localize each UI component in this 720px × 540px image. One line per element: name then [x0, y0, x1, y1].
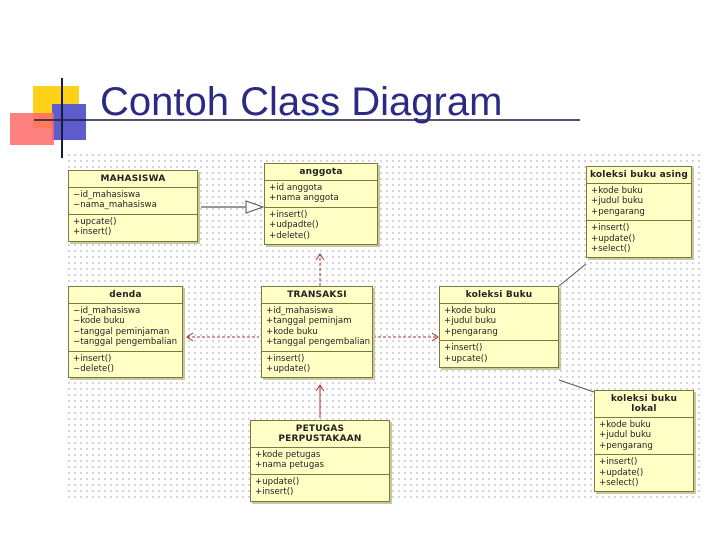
method: +insert() [591, 223, 630, 234]
class-name: TRANSAKSI [262, 287, 372, 304]
methods-section: +upcate() +insert() [69, 213, 197, 241]
attribute: −tanggal peminjaman [73, 326, 170, 337]
methods-section: +insert() +update() +select() [595, 454, 693, 491]
generalization-arrowhead [245, 200, 265, 214]
method: +select() [591, 244, 631, 255]
attribute: −id_mahasiswa [73, 190, 141, 200]
attribute: +id_mahasiswa [266, 306, 334, 316]
arrowhead-transaksi [315, 384, 325, 392]
attribute: −id_mahasiswa [73, 306, 141, 316]
method: +insert() [269, 209, 308, 220]
method: +insert() [599, 457, 638, 468]
method: +update() [255, 476, 300, 487]
class-name: PETUGAS PERPUSTAKAAN [251, 421, 389, 448]
attributes-section: +kode buku +judul buku +pengarang [440, 304, 558, 340]
attribute: +tanggal peminjam [266, 316, 352, 327]
arrowhead-denda [186, 332, 194, 342]
attributes-section: +id_mahasiswa +tanggal peminjam +kode bu… [262, 304, 372, 351]
diagram-canvas: MAHASISWA −id_mahasiswa −nama_mahasiswa … [66, 152, 704, 502]
methods-section: +insert() +upcate() [440, 340, 558, 367]
attributes-section: +kode buku +judul buku +pengarang [595, 418, 693, 454]
attribute: +kode buku [444, 306, 496, 316]
method: +update() [266, 364, 311, 375]
attribute: −kode buku [73, 316, 125, 327]
class-koleksi-buku-asing[interactable]: koleksi buku asing +kode buku +judul buk… [586, 166, 692, 259]
attributes-section: +kode buku +judul buku +pengarang [587, 184, 691, 220]
class-denda[interactable]: denda −id_mahasiswa −kode buku −tanggal … [68, 286, 183, 379]
class-koleksi-buku[interactable]: koleksi Buku +kode buku +judul buku +pen… [439, 286, 559, 369]
class-name: koleksi Buku [440, 287, 558, 304]
attribute: +judul buku [591, 196, 644, 207]
attribute: +kode buku [591, 186, 643, 196]
slide-title: Contoh Class Diagram [100, 80, 503, 124]
method: +delete() [269, 230, 310, 241]
methods-section: +insert() −delete() [69, 350, 182, 378]
method: +insert() [444, 343, 483, 354]
attribute: −tanggal pengembalian [73, 337, 178, 348]
attribute: +kode buku [266, 326, 318, 337]
method: +insert() [255, 487, 294, 498]
method: +update() [591, 233, 636, 244]
arrowhead-koleksi-buku [431, 332, 439, 342]
connector-koleksi-lokal [558, 379, 595, 393]
class-name: anggota [265, 164, 377, 181]
attribute: +judul buku [444, 316, 497, 327]
attribute: +nama petugas [255, 460, 325, 471]
methods-section: +insert() +update() [262, 350, 372, 378]
method: +insert() [73, 227, 112, 238]
attribute: +pengarang [599, 440, 653, 451]
class-transaksi[interactable]: TRANSAKSI +id_mahasiswa +tanggal peminja… [261, 286, 373, 379]
class-name: koleksi buku asing [587, 167, 691, 184]
deco-red-square [10, 113, 54, 145]
class-koleksi-buku-lokal[interactable]: koleksi buku lokal +kode buku +judul buk… [594, 390, 694, 493]
class-mahasiswa[interactable]: MAHASISWA −id_mahasiswa −nama_mahasiswa … [68, 170, 198, 242]
class-name: denda [69, 287, 182, 304]
connector-koleksi-asing [558, 263, 587, 287]
arrowhead-anggota [315, 253, 325, 261]
class-petugas-perpustakaan[interactable]: PETUGAS PERPUSTAKAAN +kode petugas +nama… [250, 420, 390, 502]
method: +select() [599, 478, 639, 489]
method: −delete() [73, 364, 114, 375]
attribute: +nama anggota [269, 193, 339, 204]
attribute: −nama_mahasiswa [73, 200, 157, 211]
method: +upcate() [444, 353, 488, 364]
attributes-section: −id_mahasiswa −kode buku −tanggal peminj… [69, 304, 182, 351]
attributes-section: +kode petugas +nama petugas [251, 448, 389, 474]
class-anggota[interactable]: anggota +id anggota +nama anggota +inser… [264, 163, 378, 246]
methods-section: +update() +insert() [251, 473, 389, 501]
method: +udpadte() [269, 220, 319, 231]
title-decoration [10, 78, 580, 158]
class-name: MAHASISWA [69, 171, 197, 188]
method: +insert() [266, 353, 305, 364]
attributes-section: +id anggota +nama anggota [265, 181, 377, 207]
attribute: +kode petugas [255, 450, 321, 460]
attribute: +id anggota [269, 183, 323, 193]
attribute: +pengarang [591, 206, 645, 217]
methods-section: +insert() +udpadte() +delete() [265, 206, 377, 244]
class-name: koleksi buku lokal [595, 391, 693, 418]
methods-section: +insert() +update() +select() [587, 220, 691, 257]
attributes-section: −id_mahasiswa −nama_mahasiswa [69, 188, 197, 214]
attribute: +pengarang [444, 326, 498, 337]
deco-blue-square [52, 104, 86, 140]
connector-layer [186, 200, 595, 418]
attribute: +tanggal pengembalian [266, 337, 371, 348]
attribute: +judul buku [599, 430, 652, 441]
method: +update() [599, 467, 644, 478]
method: +insert() [73, 353, 112, 364]
attribute: +kode buku [599, 420, 651, 430]
method: +upcate() [73, 216, 117, 227]
